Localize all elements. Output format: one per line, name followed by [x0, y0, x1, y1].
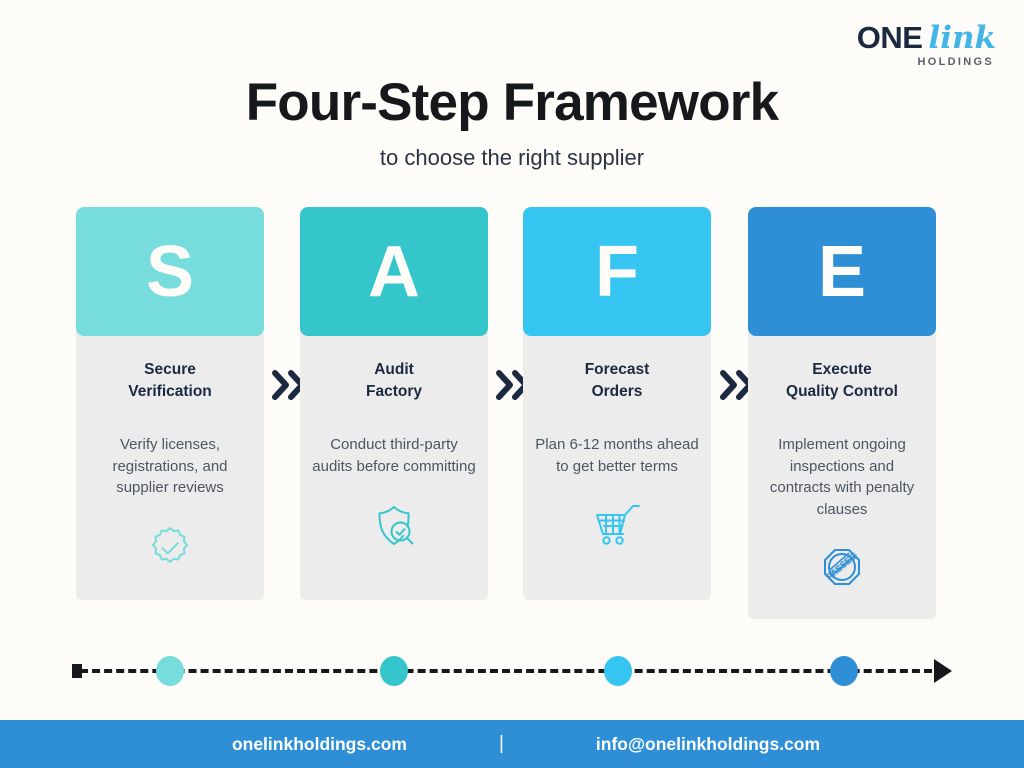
step-body: Forecast Orders Plan 6-12 months ahead t… [523, 332, 711, 600]
logo-link-text: link [928, 20, 996, 56]
step-letter-box: S [76, 207, 264, 336]
step-body: Execute Quality Control Implement ongoin… [748, 332, 936, 619]
step-letter: S [145, 231, 195, 312]
step-title: Secure Verification [128, 361, 212, 401]
step-letter: E [817, 231, 867, 312]
logo-wordmark: ONE link [857, 22, 996, 54]
steps-container: S Secure Verification Verify licenses, r… [76, 207, 948, 632]
step-letter: A [368, 231, 420, 312]
footer-separator: | [498, 733, 504, 754]
brand-logo: ONE link HOLDINGS [857, 22, 996, 68]
step-letter-box: E [748, 207, 936, 336]
footer-website[interactable]: onelinkholdings.com [231, 733, 407, 754]
step-title: Audit Factory [366, 361, 422, 401]
timeline-dot-1 [156, 656, 184, 686]
step-title: Execute Quality Control [786, 361, 898, 401]
timeline-dot-4 [830, 656, 858, 686]
step-letter: F [595, 231, 639, 312]
step-description: Conduct third-party audits before commit… [312, 435, 476, 475]
step-letter-box: A [300, 207, 488, 336]
verified-badge-icon [88, 521, 252, 575]
step-description: Implement ongoing inspections and contra… [769, 435, 915, 519]
timeline-dot-2 [380, 656, 408, 686]
step-description: Verify licenses, registrations, and supp… [112, 435, 228, 497]
step-card-execute-quality-control: E Execute Quality Control Implement ongo… [748, 207, 936, 619]
step-card-audit-factory: A Audit Factory Conduct third-party audi… [300, 207, 488, 600]
step-body: Audit Factory Conduct third-party audits… [300, 332, 488, 600]
step-letter-box: F [523, 207, 711, 336]
page-title: Four-Step Framework [245, 73, 779, 132]
shopping-cart-icon [535, 499, 699, 553]
logo-one-text: ONE [856, 20, 923, 55]
timeline-dashed-line [80, 669, 932, 673]
timeline-arrow-icon [934, 659, 952, 683]
step-title: Forecast Orders [584, 361, 650, 401]
progress-timeline [72, 648, 952, 694]
page-subtitle: to choose the right supplier [379, 145, 645, 170]
timeline-dot-3 [604, 656, 632, 686]
timeline-start-cap [72, 664, 82, 678]
footer-email[interactable]: info@onelinkholdings.com [595, 733, 821, 754]
step-body: Secure Verification Verify licenses, reg… [76, 332, 264, 600]
step-card-forecast-orders: F Forecast Orders Plan 6-12 months ahead… [523, 207, 711, 600]
footer-bar: onelinkholdings.com | info@onelinkholdin… [0, 720, 1024, 768]
shield-magnifier-icon [312, 499, 476, 553]
logo-holdings-text: HOLDINGS [917, 56, 994, 68]
passed-stamp-icon: PASSED [760, 543, 924, 597]
step-card-secure-verification: S Secure Verification Verify licenses, r… [76, 207, 264, 600]
step-description: Plan 6-12 months ahead to get better ter… [535, 435, 699, 475]
